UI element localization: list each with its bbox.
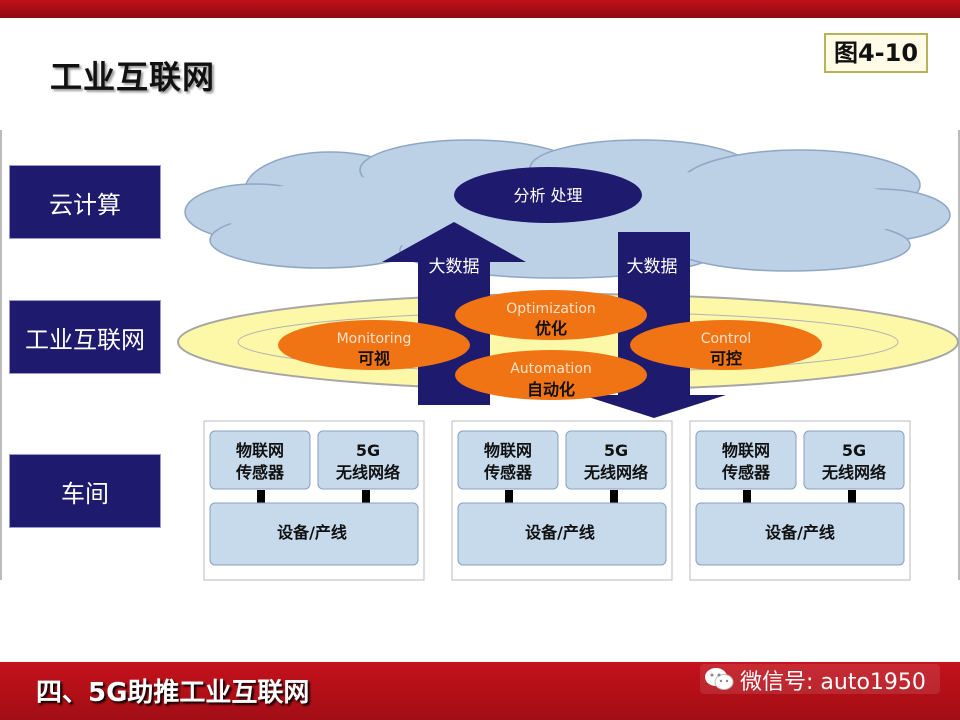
network-line2-3: 无线网络 [821, 463, 886, 482]
sensor-line1-2: 物联网 [484, 441, 532, 460]
sensor-box-2 [457, 430, 559, 490]
connector-2b [610, 490, 618, 503]
optimization-cn: 优化 [535, 319, 567, 338]
connector-3b [848, 490, 856, 503]
network-line2-1: 无线网络 [335, 463, 400, 482]
wechat-watermark [700, 664, 940, 694]
connector-3a [743, 490, 751, 503]
bottom-banner [0, 662, 960, 720]
equipment-label-2: 设备/产线 [525, 523, 595, 542]
equipment-label-3: 设备/产线 [765, 523, 835, 542]
monitoring-en: Monitoring [337, 331, 412, 347]
equipment-box-2 [457, 502, 667, 566]
sensor-line1-3: 物联网 [722, 441, 770, 460]
figure-label: 图4-10 [824, 33, 928, 73]
equipment-label-1: 设备/产线 [277, 523, 347, 542]
network-box-2 [565, 430, 667, 490]
control-ellipse [630, 320, 822, 370]
network-line2-2: 无线网络 [583, 463, 648, 482]
page-title: 工业互联网 [50, 58, 216, 96]
connector-1a [257, 490, 265, 503]
network-line1-3: 5G [842, 441, 866, 460]
monitoring-cn: 可视 [358, 349, 390, 368]
row-label-internet: 工业互联网 [9, 300, 161, 374]
network-box-1 [317, 430, 419, 490]
equipment-box-1 [209, 502, 419, 566]
top-banner [0, 0, 960, 18]
row-label-cloud: 云计算 [9, 165, 161, 239]
equipment-box-3 [695, 502, 905, 566]
connector-2a [505, 490, 513, 503]
automation-en: Automation [510, 361, 592, 377]
left-divider [0, 130, 2, 580]
analysis-ellipse [454, 167, 642, 223]
network-line1-1: 5G [356, 441, 380, 460]
right-divider [958, 130, 960, 580]
connector-1b [362, 490, 370, 503]
automation-ellipse [455, 350, 647, 400]
sensor-line2-1: 传感器 [235, 463, 285, 482]
wechat-id: 微信号: auto1950 [740, 670, 926, 695]
automation-cn: 自动化 [527, 380, 575, 399]
big-data-down-label: 大数据 [627, 257, 678, 277]
wechat-icon [705, 668, 734, 690]
monitoring-ellipse [278, 320, 470, 370]
network-line1-2: 5G [604, 441, 628, 460]
sensor-line2-3: 传感器 [721, 463, 771, 482]
section-title: 四、5G助推工业互联网 [36, 678, 310, 708]
optimization-ellipse [455, 290, 647, 340]
control-cn: 可控 [710, 349, 742, 368]
control-en: Control [701, 331, 752, 347]
sensor-box-3 [695, 430, 797, 490]
big-data-up-label: 大数据 [429, 257, 480, 277]
analysis-label: 分析 处理 [513, 186, 582, 205]
sensor-line1-1: 物联网 [236, 441, 284, 460]
network-box-3 [803, 430, 905, 490]
sensor-line2-2: 传感器 [483, 463, 533, 482]
sensor-box-1 [209, 430, 311, 490]
row-label-workshop: 车间 [9, 454, 161, 528]
optimization-en: Optimization [506, 301, 596, 317]
